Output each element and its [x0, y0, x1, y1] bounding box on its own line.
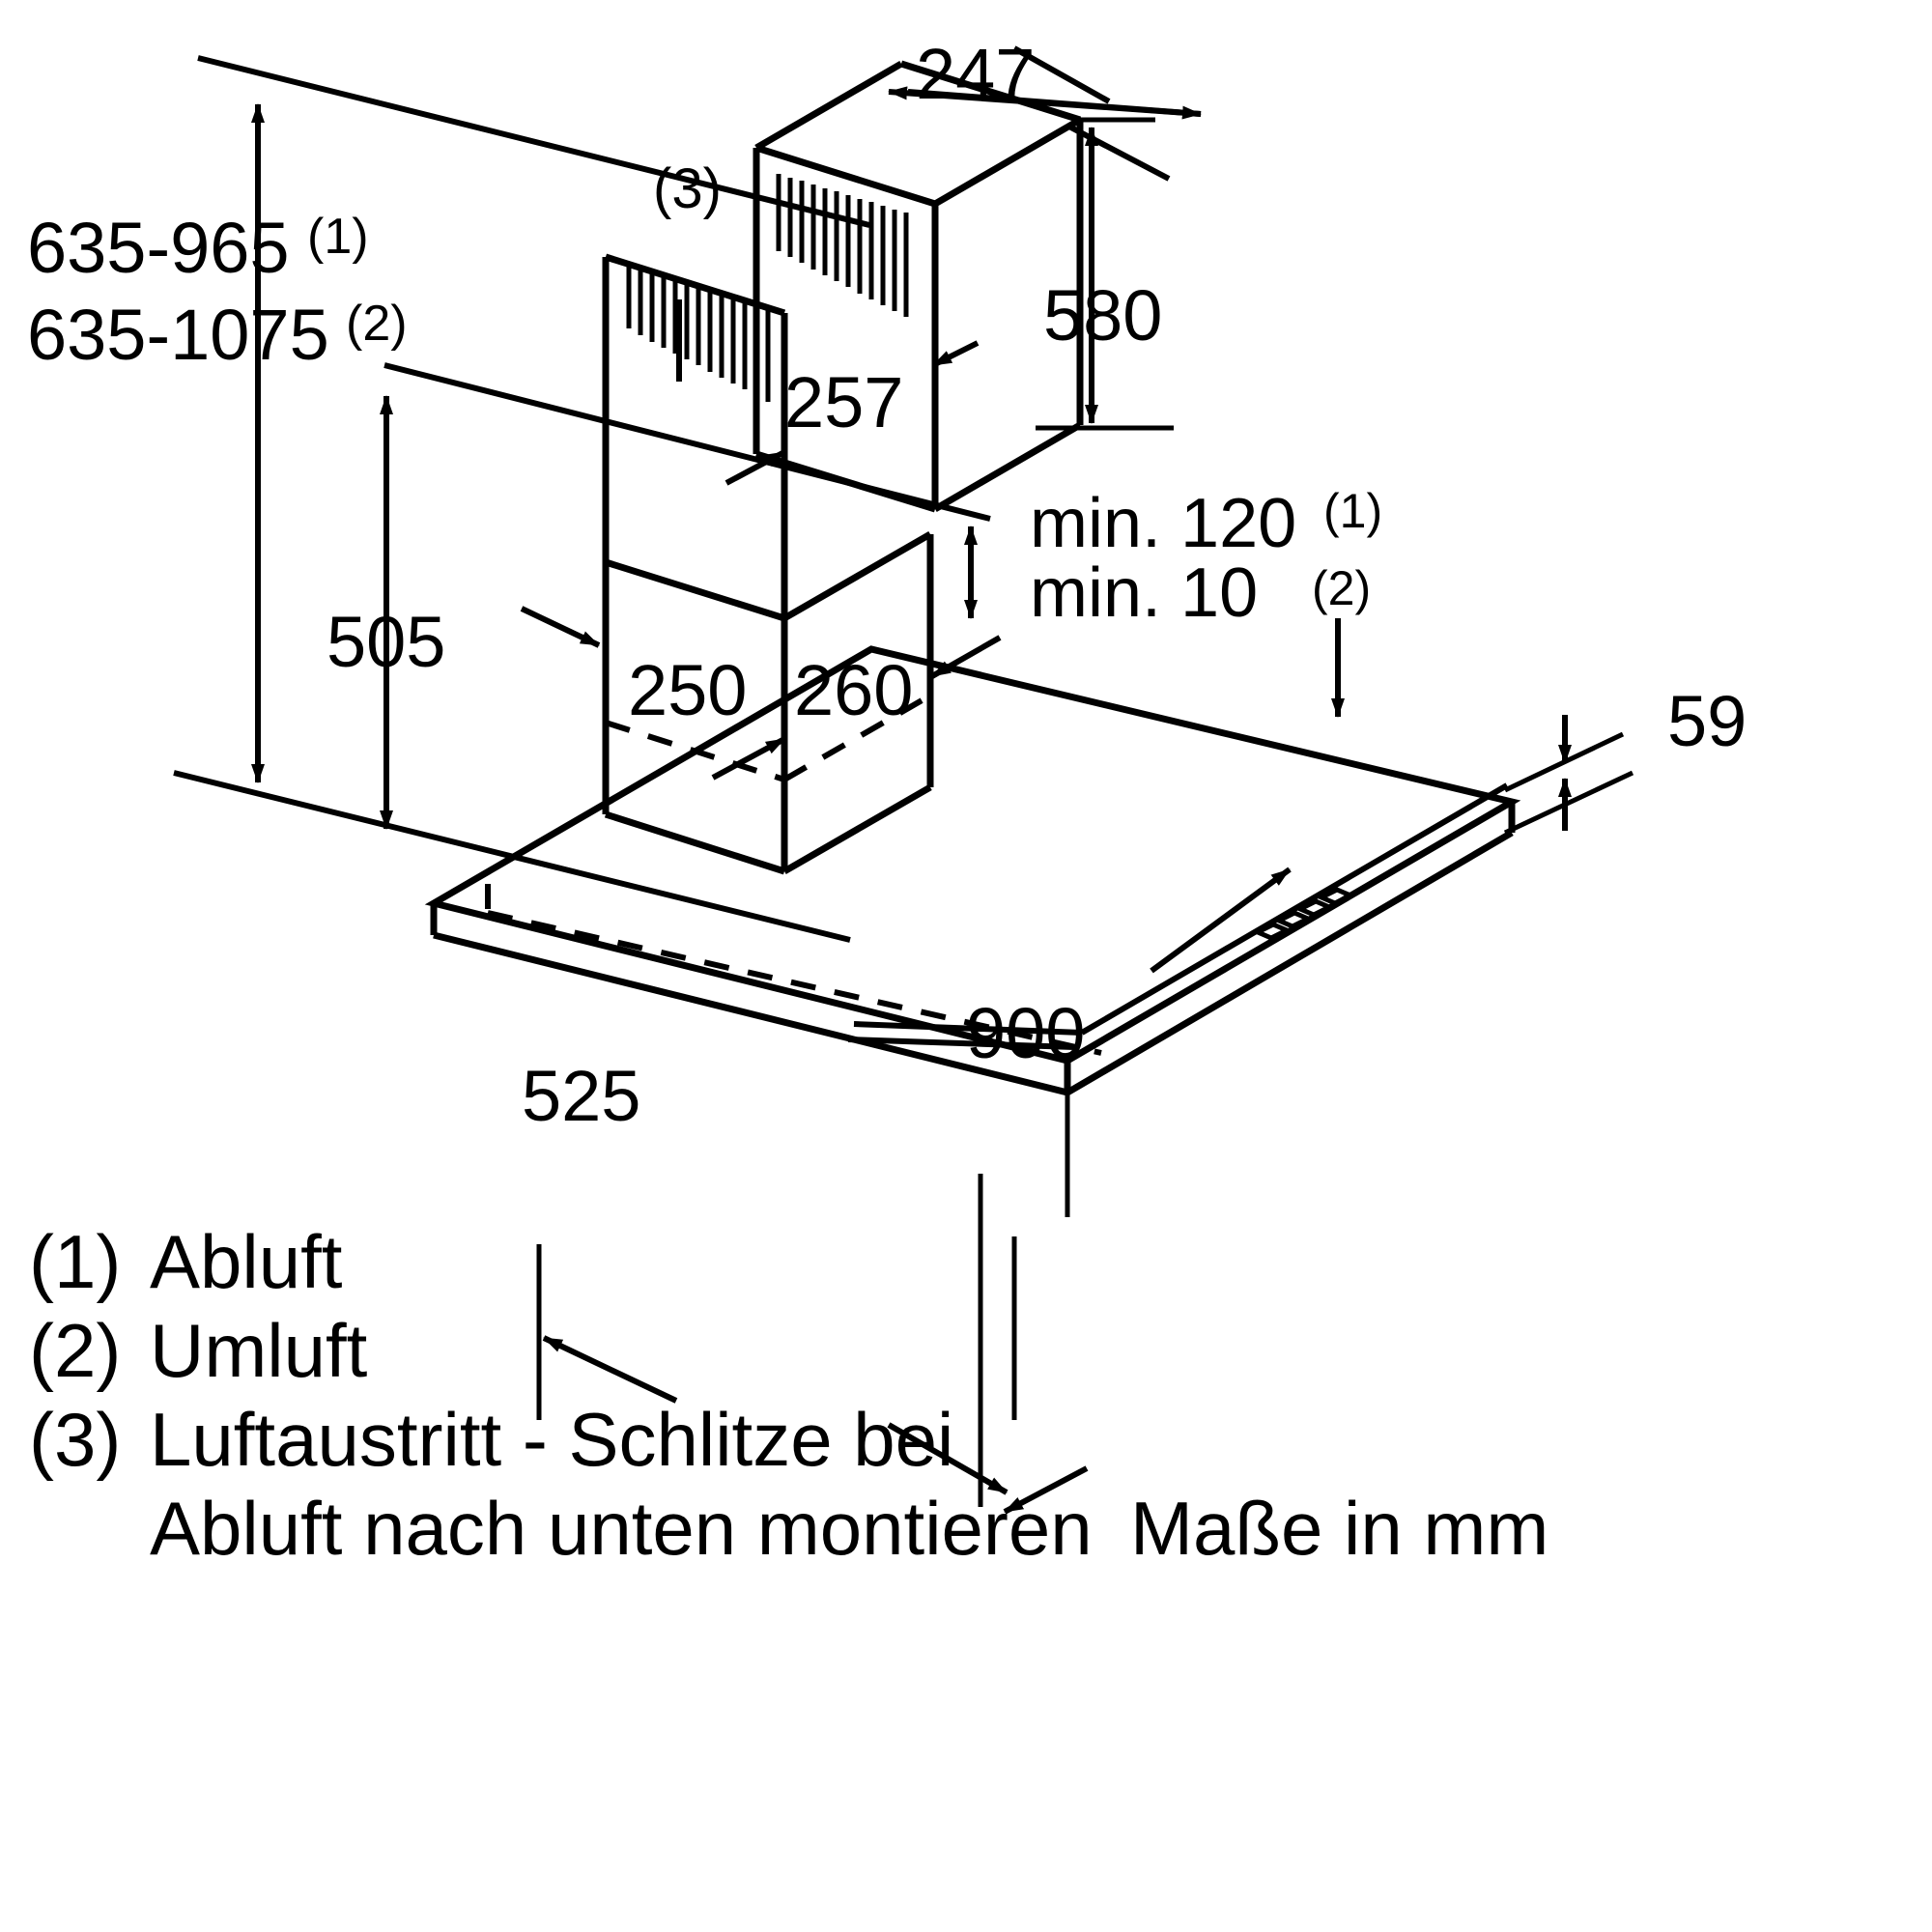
label-height-range-recirc-ref: (2) [346, 296, 408, 352]
legend-marker-1: (1) [29, 1219, 121, 1304]
label-height-range-exhaust-ref: (1) [307, 209, 369, 265]
witness-top-diagonal [197, 55, 870, 228]
air-outlet-slots-upper [776, 174, 909, 317]
label-min-120-ref: (1) [1323, 484, 1382, 538]
dimension-labels: 635-965 (1) 635-1075 (2) 505 250 260 257… [27, 34, 1747, 1136]
label-min-10-ref: (2) [1312, 561, 1371, 615]
legend-text-3: Luftaustritt - Schlitze bei [150, 1397, 953, 1482]
legend-text-3-continuation: Abluft nach unten montieren [150, 1486, 1093, 1571]
label-min-120: min. 120 [1030, 485, 1296, 562]
dim-525-tick [1003, 1465, 1089, 1515]
witness-mid-diagonal [173, 770, 851, 943]
air-outlet-slots-front [626, 263, 771, 402]
label-air-outlet-ref: (3) [653, 157, 722, 220]
legend-marker-2: (2) [29, 1308, 121, 1393]
chimney-lower [602, 530, 934, 875]
legend-text-1: Abluft [150, 1219, 343, 1304]
control-panel[interactable] [1252, 887, 1356, 941]
canopy-hidden-edges [485, 884, 1102, 1056]
dim-247b [907, 89, 1202, 120]
label-247: 247 [916, 34, 1035, 114]
label-min-10: min. 10 [1030, 554, 1258, 632]
legend-text-2: Umluft [150, 1308, 368, 1393]
label-257: 257 [784, 362, 903, 442]
leader-250 [520, 606, 601, 648]
label-height-range-exhaust: 635-965 [27, 208, 290, 288]
label-900: 900 [966, 993, 1085, 1073]
leader-257-left [724, 449, 786, 486]
label-height-range-recirc: 635-1075 [27, 295, 329, 375]
label-59: 59 [1667, 681, 1747, 761]
legend-marker-3: (3) [29, 1397, 121, 1482]
leader-260-bottom [711, 736, 786, 781]
leader-900 [1150, 867, 1292, 974]
hood-geometry [424, 60, 1521, 1096]
witness-505-top [384, 362, 991, 522]
legend-units: Maße in mm [1130, 1486, 1548, 1571]
canopy-body [424, 645, 1521, 1096]
legend: (1) Abluft (2) Umluft (3) Luftaustritt -… [29, 1219, 1548, 1571]
dimension-lines [173, 45, 1634, 1515]
witness-247-left [1012, 45, 1111, 104]
leader-260-top [930, 635, 1002, 679]
dim-525-left [542, 1335, 678, 1404]
witness-59-bottom [1503, 770, 1634, 836]
label-250: 250 [628, 650, 747, 730]
label-260: 260 [794, 650, 913, 730]
label-580: 580 [1043, 275, 1162, 355]
leader-257-right [931, 340, 980, 368]
label-505: 505 [327, 602, 445, 682]
dim-525-right [887, 1422, 1009, 1495]
label-525: 525 [522, 1056, 640, 1136]
witness-247-right [1065, 123, 1171, 182]
